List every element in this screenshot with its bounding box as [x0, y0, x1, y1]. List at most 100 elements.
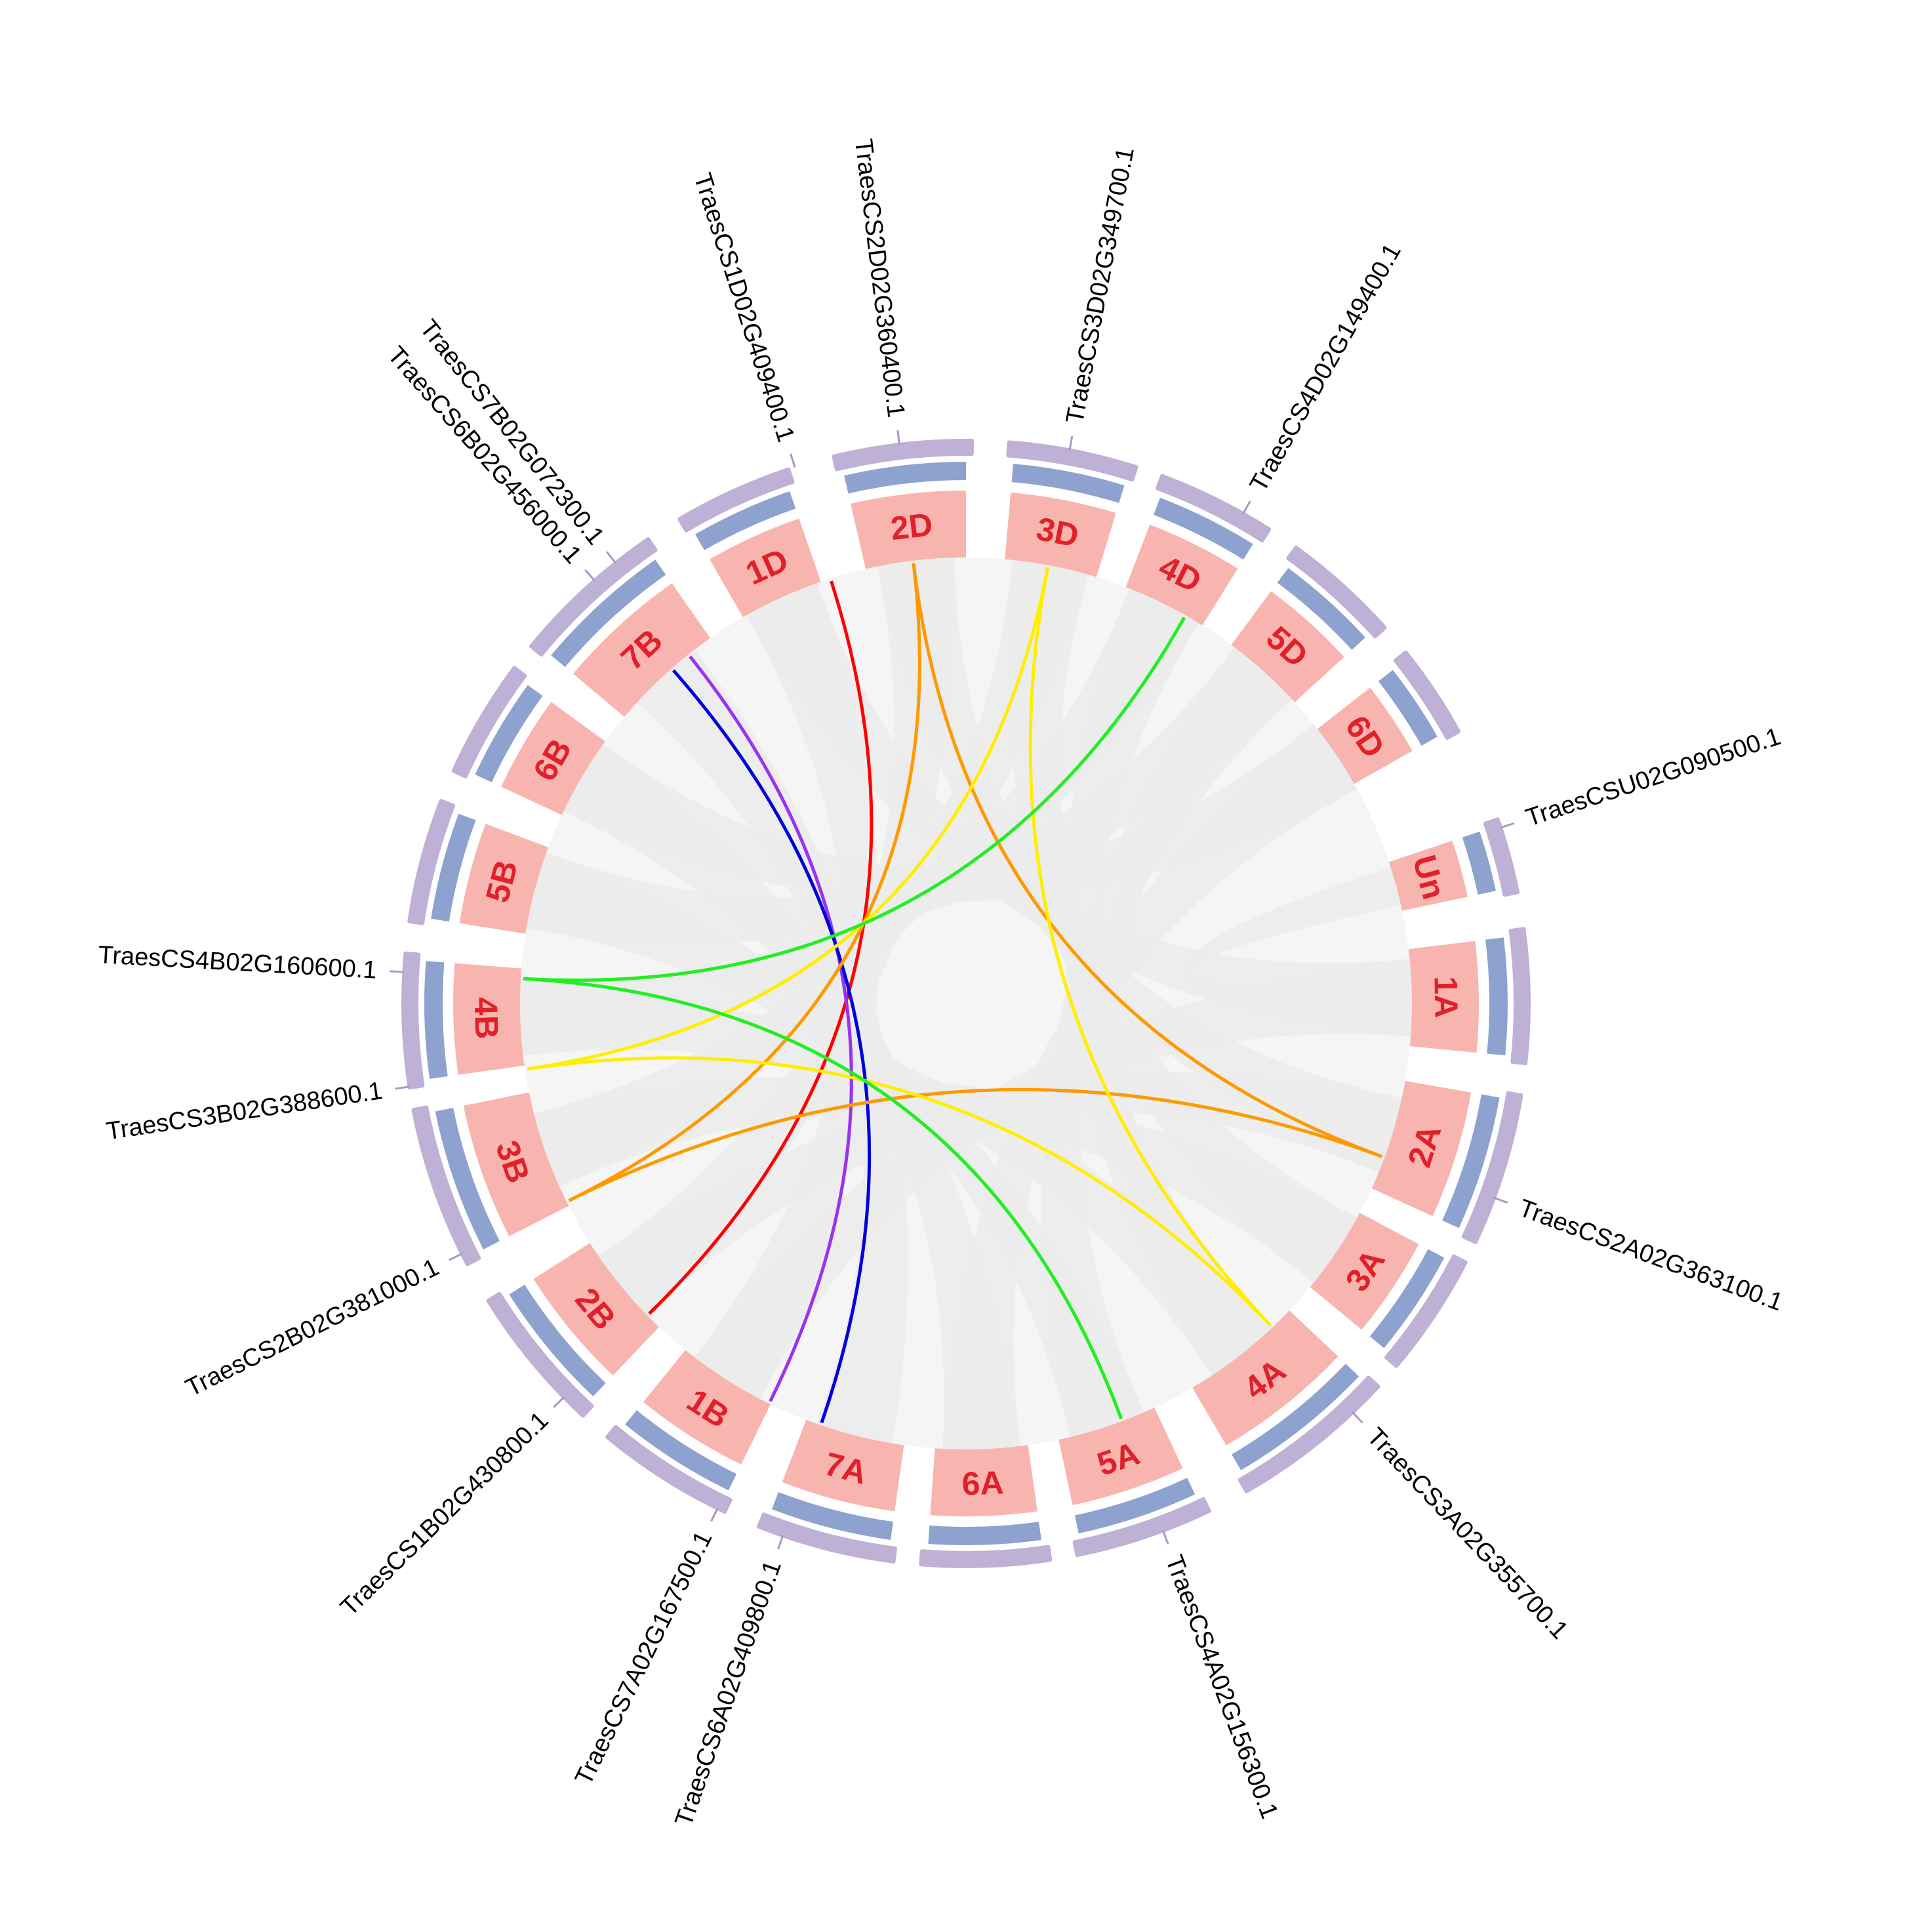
chromosome-block: [459, 824, 549, 934]
gene-tick: [390, 970, 405, 973]
chromosome-label: 3D: [1034, 510, 1081, 554]
chromosome-band: [1378, 670, 1438, 746]
chromosome-label: 1A: [1428, 976, 1465, 1019]
density-track: [1483, 817, 1520, 897]
chromosome-block: [710, 518, 821, 618]
gene-label: TraesCS3D02G349700.1: [1061, 145, 1140, 426]
chromosome-block: [1371, 1081, 1472, 1217]
gene-label: TraesCS1B02G430800.1: [335, 1407, 553, 1622]
chromosome-block: [501, 702, 605, 815]
chromosome-band: [1011, 464, 1125, 503]
collinearity-link: [527, 567, 1049, 1071]
gene-tick: [1493, 1196, 1508, 1204]
chromosome-block: [1317, 687, 1413, 784]
gene-label: TraesCS1D02G409400.1: [688, 170, 799, 445]
chromosome-band: [1485, 937, 1508, 1056]
chromosome-block: [782, 1419, 904, 1512]
chromosome-band: [771, 1491, 893, 1540]
gene-tick: [1352, 1411, 1363, 1424]
collinearity-link: [527, 1056, 1272, 1327]
density-track: [401, 951, 425, 1090]
chromosome-block: [453, 963, 525, 1075]
chromosome-block: [463, 1092, 569, 1237]
chromosome-block: [930, 1445, 1037, 1516]
collinearity-link: [523, 617, 1186, 982]
collinearity-links-layer: [523, 563, 1383, 1423]
density-track: [919, 1545, 1053, 1568]
chromosome-block: [1310, 1213, 1419, 1330]
synteny-ribbon: [519, 588, 1199, 1056]
density-track: [1393, 650, 1461, 740]
chromosome-block: [1058, 1407, 1183, 1505]
chromosome-label: 6A: [961, 1464, 1005, 1502]
gene-tick: [790, 453, 796, 468]
collinearity-link: [1028, 567, 1272, 1327]
gene-label: TraesCS4A02G156300.1: [1160, 1552, 1283, 1823]
chromosome-band: [1153, 497, 1253, 560]
chromosome-band: [551, 559, 666, 668]
chromosome-band: [1442, 1094, 1500, 1228]
synteny-ribbon: [533, 559, 1089, 1187]
gene-tick: [606, 551, 617, 564]
gene-tick: [1242, 500, 1251, 514]
density-track: [1072, 1497, 1211, 1558]
chromosome-block: [1125, 524, 1238, 626]
chromosome-band: [424, 961, 448, 1079]
density-track: [677, 467, 795, 533]
chromosome-band: [1074, 1478, 1196, 1533]
gene-tick: [710, 1508, 719, 1522]
density-track: [486, 1291, 594, 1418]
density-track: [1238, 1375, 1380, 1493]
density-track: [832, 439, 974, 472]
chromosome-tracks-layer: [401, 439, 1531, 1568]
gene-tick: [777, 1535, 784, 1550]
gene-tick: [896, 430, 900, 445]
collinearity-link: [912, 563, 1383, 1158]
density-track: [605, 1425, 733, 1514]
gene-label: TraesCS2A02G363100.1: [1515, 1194, 1786, 1316]
density-track: [1461, 1091, 1523, 1244]
gene-tick: [395, 1085, 410, 1090]
chromosome-band: [475, 685, 543, 782]
collinearity-link: [648, 580, 874, 1315]
chromosome-band: [1277, 568, 1365, 650]
chromosome-block: [573, 583, 710, 717]
density-track: [1156, 474, 1272, 543]
chromosome-block: [1231, 591, 1344, 702]
gene-label: TraesCS7B02G072300.1: [414, 315, 610, 550]
gene-label: TraesCS3B02G388600.1: [104, 1077, 384, 1145]
chromosome-band: [1462, 831, 1496, 895]
chromosome-band: [695, 491, 796, 550]
gene-tick: [449, 1253, 463, 1261]
gene-label: TraesCS3A02G355700.1: [1361, 1423, 1573, 1644]
gene-tick: [584, 569, 595, 582]
density-track: [1384, 1254, 1468, 1368]
synteny-ribbon: [1183, 867, 1412, 1017]
gene-tick: [1068, 435, 1074, 451]
gene-label: TraesCS4D02G149400.1: [1245, 239, 1407, 496]
chromosome-band: [625, 1410, 737, 1491]
chromosome-band: [928, 1522, 1041, 1545]
collinearity-link: [689, 655, 853, 1402]
collinearity-link: [523, 977, 1123, 1420]
chromosome-block: [1408, 940, 1479, 1053]
gene-label: TraesCSU02G090500.1: [1522, 723, 1784, 832]
chromosome-block: [1192, 1310, 1338, 1446]
collinearity-link: [672, 669, 872, 1423]
gene-tick: [553, 1396, 565, 1408]
density-track: [411, 1105, 481, 1266]
chromosome-band: [435, 1108, 500, 1249]
density-track: [529, 537, 658, 657]
chromosome-block: [533, 1243, 659, 1376]
chromosome-band: [1369, 1249, 1445, 1348]
gene-label: TraesCS4B02G160600.1: [98, 941, 378, 984]
chromosome-block: [1388, 840, 1468, 911]
chromosome-band: [1232, 1364, 1359, 1470]
collinearity-link: [568, 563, 921, 1202]
synteny-ribbon: [1100, 657, 1281, 1367]
gene-tick: [1162, 1530, 1169, 1545]
density-track: [451, 666, 527, 779]
density-track: [1006, 440, 1138, 482]
